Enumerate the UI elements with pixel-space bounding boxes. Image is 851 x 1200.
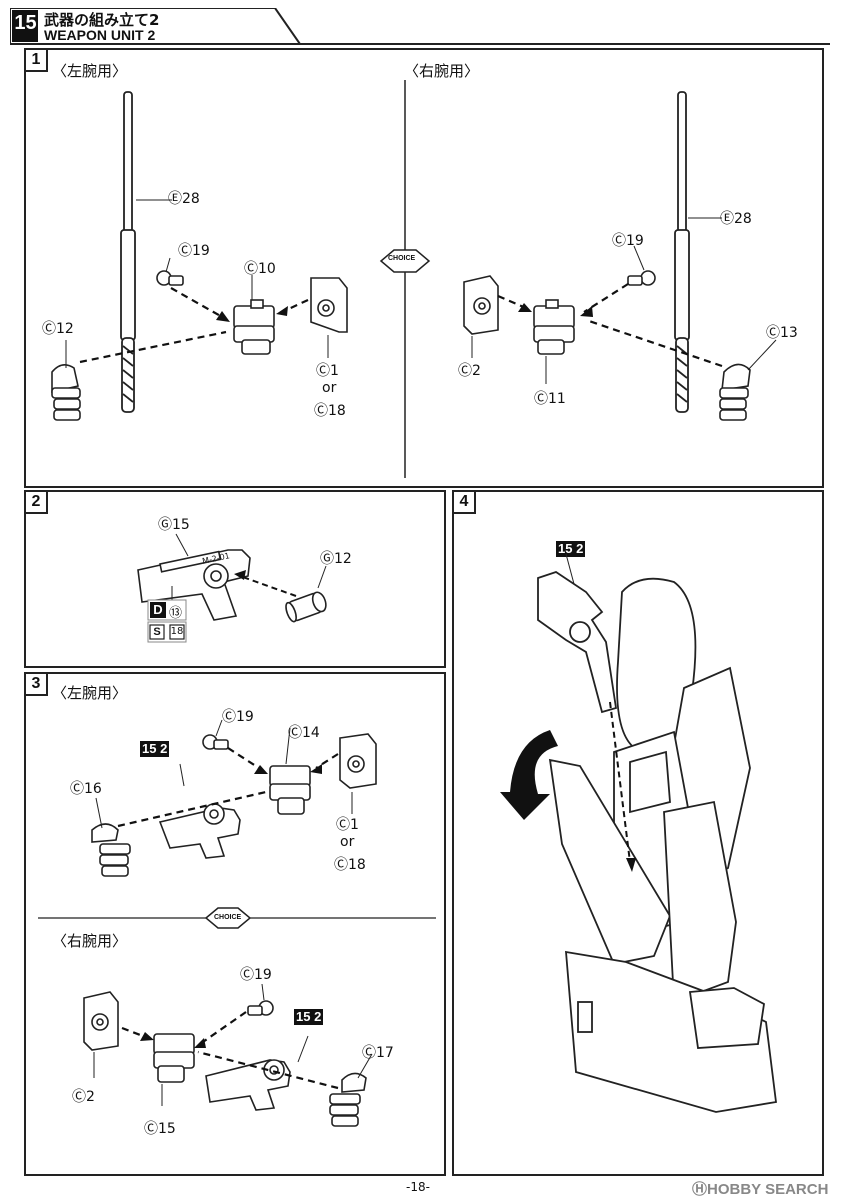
part-label-e28: Ⓔ28 [168,191,200,207]
ref-tag-label: 15 2 [294,1009,324,1025]
sticker-s: S [153,626,161,638]
panel-3-illustration [38,719,436,1127]
part-label-c18: Ⓒ18 [334,857,366,873]
part-label-c1: Ⓒ1 [336,817,359,833]
ref-tag-label: 15 2 [140,741,170,757]
watermark: ⒽHOBBY SEARCH [692,1181,829,1198]
panel-2: 2 Ⓖ15 Ⓖ12 M-2-01 [24,490,446,668]
panel-number: 2 [26,492,48,514]
panel-4: 4 15 2 [452,490,824,1176]
choice-label: CHOICE [214,914,242,921]
panel-3: 3 〈左腕用〉 〈右腕用〉 [24,672,446,1176]
left-arm-heading: 〈左腕用〉 [52,62,128,80]
part-label-c13: Ⓒ13 [766,325,798,341]
choice-badge [379,249,431,273]
part-label-e28-right: Ⓔ28 [720,211,752,227]
part-label-c15: Ⓒ15 [144,1121,176,1137]
panel-1-illustration [51,80,777,478]
part-label-c19: Ⓒ19 [222,709,254,725]
part-label-c14: Ⓒ14 [288,725,320,741]
or-label: or [340,834,355,850]
step-title-jp: 武器の組み立て2 [44,11,160,29]
panel-1: 1 〈左腕用〉 〈右腕用〉 [24,48,824,488]
part-label-c19-right: Ⓒ19 [612,233,644,249]
left-arm-heading: 〈左腕用〉 [52,684,128,702]
part-label-c18: Ⓒ18 [314,403,346,419]
part-label-c19-bottom: Ⓒ19 [240,967,272,983]
part-label-g15: Ⓖ15 [158,517,190,533]
part-label-c2: Ⓒ2 [458,363,481,379]
decal-18: 18 [170,626,184,637]
ref-tag: 15 2 [556,538,586,557]
panel-number: 4 [454,492,476,514]
part-label-c17: Ⓒ17 [362,1045,394,1061]
header-bar [10,8,830,45]
part-label-g12: Ⓖ12 [320,551,352,567]
ref-tag-bottom: 15 2 [294,1006,324,1025]
ref-tag-label: 15 2 [556,541,586,557]
or-label: or [322,380,337,396]
step-header: 15 武器の組み立て2 WEAPON UNIT 2 [10,8,850,46]
ref-tag-top: 15 2 [140,738,170,757]
part-label-c10: Ⓒ10 [244,261,276,277]
part-label-c2: Ⓒ2 [72,1089,95,1105]
page-number: -18- [406,1180,430,1194]
part-label-c16: Ⓒ16 [70,781,102,797]
part-label-c1: Ⓒ1 [316,363,339,379]
panel-number: 1 [26,50,48,72]
panel-2-illustration [137,533,327,643]
decal-13: ⑬ [169,606,183,621]
step-title-en: WEAPON UNIT 2 [44,27,156,43]
part-label-c19: Ⓒ19 [178,243,210,259]
sticker-d: D [150,602,166,618]
right-arm-heading: 〈右腕用〉 [404,62,480,80]
panel-number: 3 [26,674,48,696]
panel-4-illustration [500,553,778,1113]
choice-label: CHOICE [388,255,416,262]
step-number: 15 [14,12,37,34]
part-label-c11: Ⓒ11 [534,391,566,407]
right-arm-heading: 〈右腕用〉 [52,932,128,950]
part-label-c12: Ⓒ12 [42,321,74,337]
